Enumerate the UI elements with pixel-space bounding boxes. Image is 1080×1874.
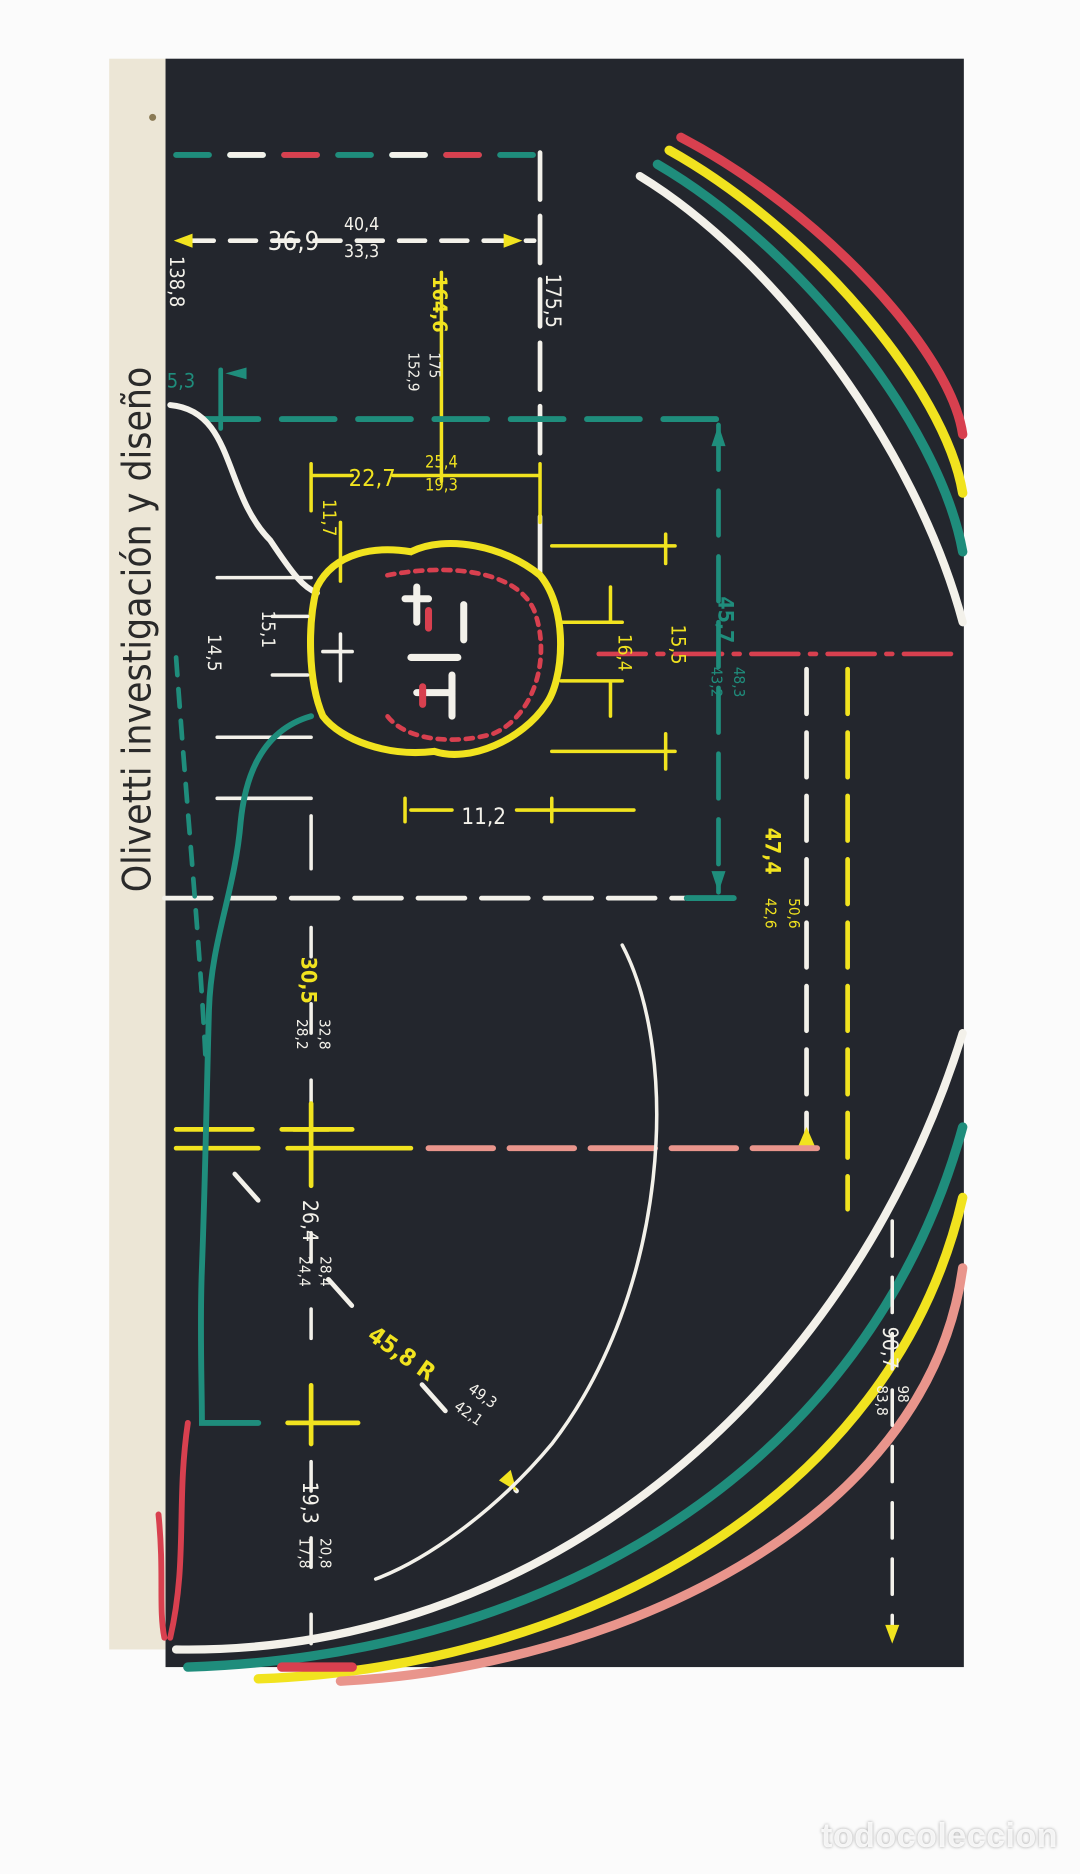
label: 83,8 (873, 1385, 891, 1416)
label: 25,4 (425, 452, 458, 471)
label: 19,3 (298, 1482, 323, 1524)
label: 138,8 (165, 256, 189, 307)
label: 43,2 (707, 667, 725, 698)
watermark: todocoleccion (821, 1817, 1058, 1855)
label: 26,4 (298, 1200, 323, 1242)
label: 164,6 (428, 276, 452, 333)
label: 11,2 (461, 804, 506, 830)
label: 15,5 (667, 625, 691, 665)
spine-title: Olivetti investigación y diseño (115, 367, 160, 893)
label: 40,4 (344, 215, 379, 235)
label: 32,8 (315, 1019, 333, 1050)
label: 5,3 (167, 368, 196, 392)
label: 28,2 (293, 1019, 311, 1050)
label: 28,4 (317, 1256, 335, 1287)
label: 50,6 (785, 898, 803, 929)
label: 15,1 (257, 610, 278, 648)
label: 48,3 (730, 667, 748, 698)
label: 42,6 (761, 898, 779, 929)
label: 45,7 (713, 596, 738, 643)
spine-mark (149, 113, 157, 121)
label: 47,4 (760, 828, 785, 875)
label: 33,3 (344, 242, 379, 262)
label: 90,7 (878, 1327, 903, 1369)
label: 24,4 (295, 1256, 313, 1287)
cover-panel (165, 58, 964, 1668)
label: 20,8 (317, 1538, 335, 1569)
label: 16,4 (614, 634, 635, 672)
label: 14,5 (203, 634, 224, 672)
label: 19,3 (425, 476, 458, 495)
label: 98 (894, 1385, 912, 1402)
label: 11,7 (318, 499, 339, 537)
label: 175 (426, 352, 444, 378)
label: 17,8 (295, 1538, 313, 1569)
label: 30,5 (297, 957, 322, 1004)
spine (109, 58, 168, 1650)
label: 22,7 (349, 464, 396, 492)
drawing-lines (155, 132, 968, 1686)
label: 152,9 (405, 352, 423, 391)
label: 175,5 (541, 274, 566, 328)
label: 36,9 (268, 227, 320, 257)
